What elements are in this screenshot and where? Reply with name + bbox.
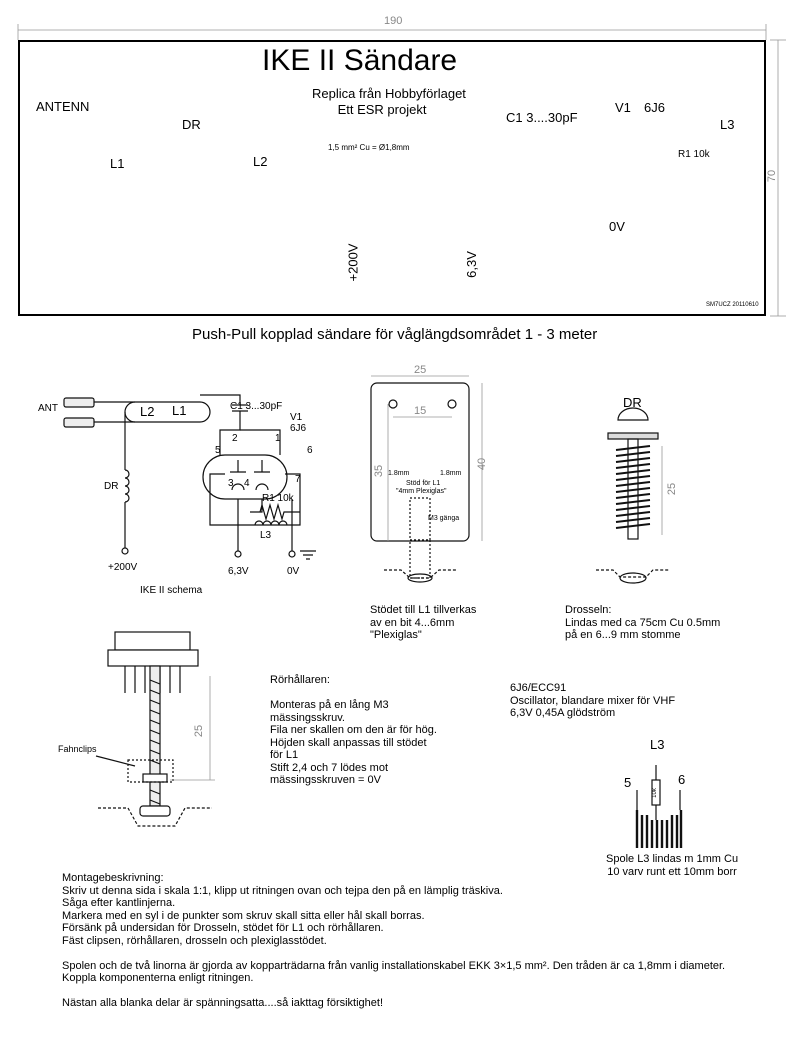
l1-label: L1 xyxy=(110,156,125,171)
choke-length-label: 25 xyxy=(666,482,679,496)
schematic-diagram xyxy=(63,394,316,560)
schem-v1-label: V1 xyxy=(290,412,303,423)
schem-dr-label: DR xyxy=(104,481,119,492)
zero-v-label: 0V xyxy=(609,219,625,234)
support-height-inner-label: 35 xyxy=(373,464,386,478)
c1-label: C1 3....30pF xyxy=(506,110,578,125)
v1-label: V1 xyxy=(615,100,631,115)
width-dimension-line xyxy=(17,24,767,40)
dr-label: DR xyxy=(182,117,201,132)
coil-pin6-label: 6 xyxy=(678,772,686,787)
board-outline xyxy=(18,40,766,316)
tube-holder-drawing xyxy=(95,631,212,827)
choke-drawing xyxy=(596,407,670,584)
wire-note-label: 1,5 mm² Cu = Ø1,8mm xyxy=(328,143,410,152)
holder-note: Rörhållaren: Monteras på en lång M3 mäss… xyxy=(270,674,437,786)
schem-l1-label: L1 xyxy=(172,403,187,418)
support-height-outer-label: 40 xyxy=(476,457,489,471)
l3-coil-drawing xyxy=(635,765,683,848)
schem-pin1-label: 1 xyxy=(275,433,281,444)
antenna-label: ANTENN xyxy=(36,99,90,114)
holder-height-label: 25 xyxy=(193,724,206,738)
support-hole-left-label: 1.8mm xyxy=(388,470,410,477)
holder-dimension xyxy=(170,676,215,781)
schem-63v-label: 6,3V xyxy=(228,566,249,577)
coil-r-label: 10k xyxy=(651,788,658,798)
schem-200v-label: +200V xyxy=(108,562,138,573)
schem-0v-label: 0V xyxy=(287,566,300,577)
l3-label: L3 xyxy=(720,117,735,132)
support-plate-drawing xyxy=(370,382,470,583)
schem-l2-label: L2 xyxy=(140,404,155,419)
schem-r1-label: R1 10k xyxy=(262,493,294,504)
r1-label: R1 10k xyxy=(678,149,710,160)
support-dimensions xyxy=(371,375,483,541)
support-hole-right-label: 1.8mm xyxy=(440,470,462,477)
schem-c1-label: C1 3...30pF xyxy=(230,401,283,412)
schematic-title: IKE II schema xyxy=(140,585,203,596)
choke-title: DR xyxy=(623,395,642,410)
tube-label: 6J6 xyxy=(644,100,665,115)
support-width-label: 25 xyxy=(414,364,427,376)
width-dimension-label: 190 xyxy=(384,15,403,27)
schem-tube-label: 6J6 xyxy=(290,423,307,434)
schem-pin6-label: 6 xyxy=(307,445,313,456)
schem-ant-label: ANT xyxy=(38,403,58,414)
assembly-instructions: Montagebeskrivning: Skriv ut denna sida … xyxy=(62,872,726,1009)
support-stod-label: Stöd för L1 xyxy=(406,480,441,487)
schem-l3-label: L3 xyxy=(260,530,272,541)
support-hole-spacing-label: 15 xyxy=(414,405,427,417)
page-caption: Push-Pull kopplad sändare för våglängdso… xyxy=(192,326,598,343)
support-note: Stödet till L1 tillverkas av en bit 4...… xyxy=(370,604,477,641)
coil-title: L3 xyxy=(650,737,665,752)
support-thread-label: M3 gänga xyxy=(428,515,460,522)
schem-pin7-label: 7 xyxy=(295,474,301,485)
coil-note: Spole L3 lindas m 1mm Cu 10 varv runt et… xyxy=(606,853,739,878)
choke-note: Drosseln: Lindas med ca 75cm Cu 0.5mm på… xyxy=(565,604,721,641)
support-plexi-label: "4mm Plexiglas" xyxy=(396,488,447,495)
height-dimension-label: 70 xyxy=(766,169,779,183)
schem-pin4-label: 4 xyxy=(244,478,250,489)
height-dimension-line xyxy=(770,39,786,317)
plus200-label: +200V xyxy=(345,243,361,282)
board-subtitle-1: Replica från Hobbyförlaget xyxy=(312,86,466,101)
credit-label: SM7UCZ 20110610 xyxy=(706,302,759,308)
board-subtitle-2: Ett ESR projekt xyxy=(337,102,427,117)
schem-pin3-label: 3 xyxy=(228,478,234,489)
schem-pin2-label: 2 xyxy=(232,433,238,444)
fahnclips-label: Fahnclips xyxy=(58,744,97,754)
tube-info: 6J6/ECC91 Oscillator, blandare mixer för… xyxy=(510,682,676,719)
coil-pin5-label: 5 xyxy=(624,775,632,790)
schem-pin5-label: 5 xyxy=(215,445,221,456)
l2-label: L2 xyxy=(253,154,268,169)
board-title: IKE II Sändare xyxy=(262,44,458,77)
v63-label: 6,3V xyxy=(463,251,479,278)
